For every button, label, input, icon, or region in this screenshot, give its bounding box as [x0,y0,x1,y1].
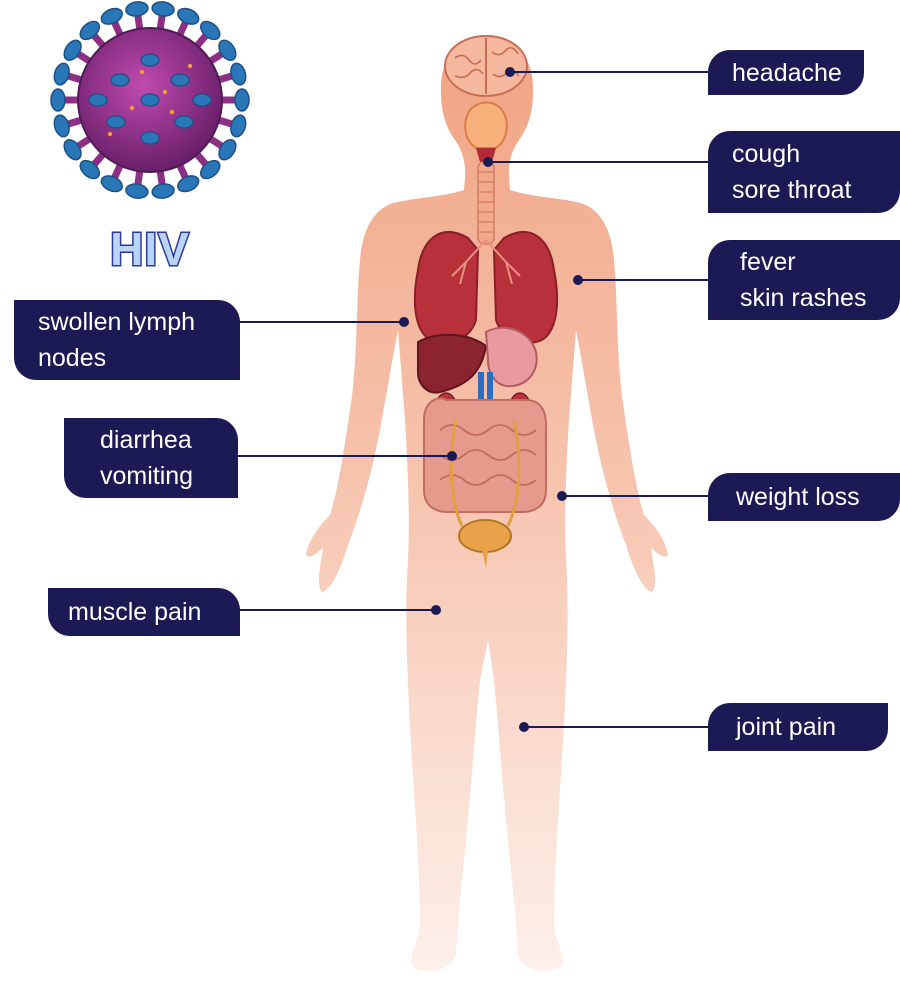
virus-spike-cap [52,62,72,87]
label-fever-skin-rashes: fever skin rashes [708,240,900,320]
virus-surface-knob [193,94,211,106]
label-diarrhea-vomiting: diarrhea vomiting [64,418,238,498]
virus-surface-knob [89,94,107,106]
label-text: vomiting [100,458,238,494]
virus-spike-cap [228,62,248,87]
virus-surface-knob [171,74,189,86]
brain [445,36,527,96]
hiv-virus-icon [51,0,249,199]
hiv-title: HIV [100,222,200,276]
virus-spike-cap [175,5,201,27]
virus-surface-knob [111,74,129,86]
virus-spike-cap [52,113,72,138]
label-text: nodes [38,340,240,376]
virus-spike-cap [235,89,249,111]
label-text: cough [732,136,900,172]
label-joint-pain: joint pain [708,703,888,751]
virus-spike-cap [125,183,149,200]
label-text: weight loss [736,479,900,515]
virus-spike-cap [125,0,149,17]
virus-speck [140,70,144,74]
virus-spike-cap [51,89,65,111]
label-muscle-pain: muscle pain [48,588,240,636]
label-text: fever [740,244,900,280]
virus-surface-knob [141,54,159,66]
label-cough-sore-throat: cough sore throat [708,131,900,213]
virus-surface-knob [175,116,193,128]
virus-speck [170,110,174,114]
virus-speck [163,90,167,94]
virus-spike-cap [175,173,201,195]
virus-surface-knob [141,132,159,144]
virus-spike-cap [151,183,175,200]
label-text: headache [732,55,864,91]
label-weight-loss: weight loss [708,473,900,521]
label-headache: headache [708,50,864,95]
virus-spike-cap [228,113,248,138]
label-swollen-lymph-nodes: swollen lymph nodes [14,300,240,380]
label-text: joint pain [736,709,888,745]
virus-speck [130,106,134,110]
virus-spike-cap [151,0,175,17]
label-text: skin rashes [740,280,900,316]
virus-spike-cap [99,173,125,195]
label-text: sore throat [732,172,900,208]
virus-speck [188,64,192,68]
virus-speck [108,132,112,136]
virus-surface-knob [141,94,159,106]
label-text: muscle pain [68,594,240,630]
label-text: diarrhea [100,422,238,458]
virus-surface-knob [107,116,125,128]
virus-spike-cap [99,5,125,27]
label-text: swollen lymph [38,304,240,340]
